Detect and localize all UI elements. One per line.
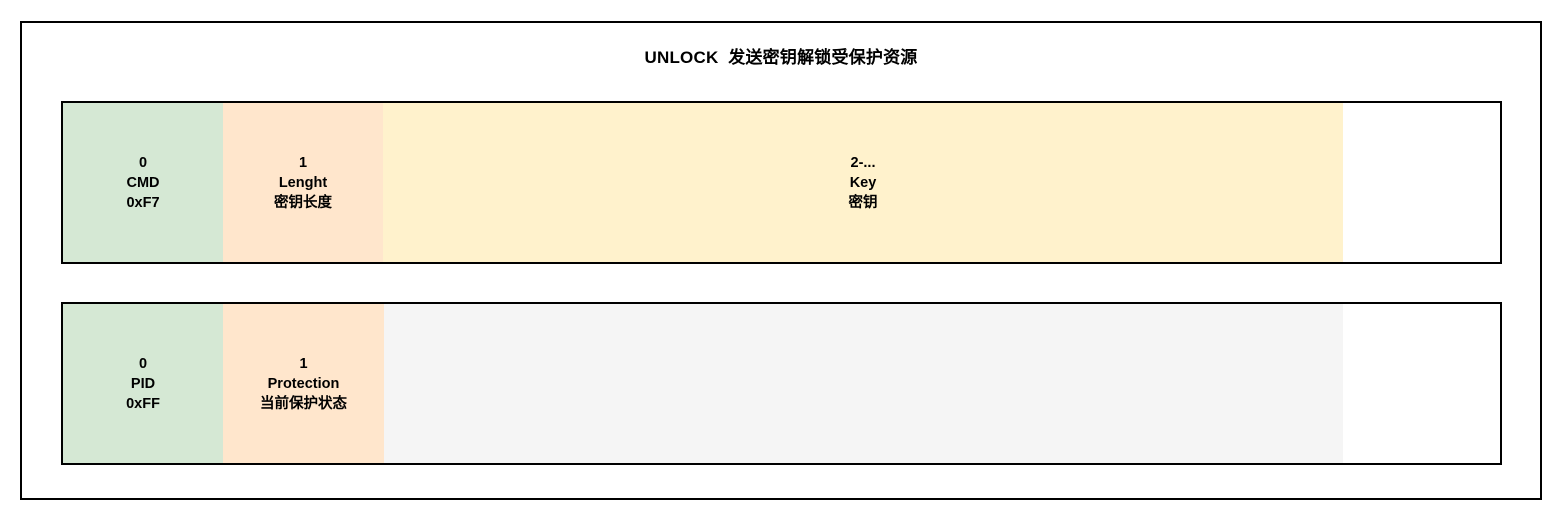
field-key: 2-... Key 密钥 [383,103,1343,262]
field-response-trailing-blank [1343,304,1500,463]
field-protection-index: 1 [299,355,308,372]
field-pid-index: 0 [138,355,148,372]
field-protection-name: Protection [267,375,340,392]
field-pid-value: 0xFF [126,395,160,412]
field-protection: 1 Protection 当前保护状态 [223,304,384,463]
diagram-title: UNLOCK 发送密钥解锁受保护资源 [644,48,918,67]
field-length-index: 1 [298,154,308,171]
field-cmd-name: CMD [126,174,160,191]
field-key-name: Key [849,174,877,191]
protocol-diagram-frame: UNLOCK 发送密钥解锁受保护资源 0 CMD 0xF7 1 Lenght 密… [20,21,1542,500]
field-cmd-index: 0 [138,154,148,171]
packet-row-request: 0 CMD 0xF7 1 Lenght 密钥长度 2-... Key 密钥 [61,101,1502,264]
field-response-body-blank [384,304,1343,463]
field-cmd-value: 0xF7 [126,194,160,211]
field-length: 1 Lenght 密钥长度 [223,103,383,262]
field-protection-name-cn: 当前保护状态 [260,395,347,412]
field-key-name-cn: 密钥 [848,194,878,211]
packet-row-response: 0 PID 0xFF 1 Protection 当前保护状态 [61,302,1502,465]
field-cmd: 0 CMD 0xF7 [63,103,223,262]
field-key-index: 2-... [850,154,876,171]
field-length-name: Lenght [278,174,328,191]
field-length-name-cn: 密钥长度 [274,194,332,211]
field-pid-name: PID [130,375,156,392]
field-pid: 0 PID 0xFF [63,304,223,463]
field-request-trailing-blank [1343,103,1500,262]
